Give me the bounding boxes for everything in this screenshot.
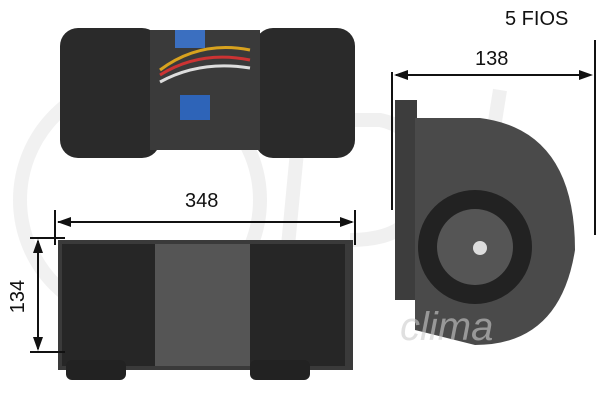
blower-front-view [58,240,353,380]
watermark-text: clima [400,305,493,349]
length-dimension-label: 348 [185,190,219,212]
blower-top-view [60,28,355,158]
dimension-lines [30,40,596,353]
depth-dimension-label: 138 [475,48,509,70]
height-dimension-label: 134 [7,279,30,314]
wire-count-label: 5 FIOS [505,8,569,30]
blower-side-view [395,100,575,345]
